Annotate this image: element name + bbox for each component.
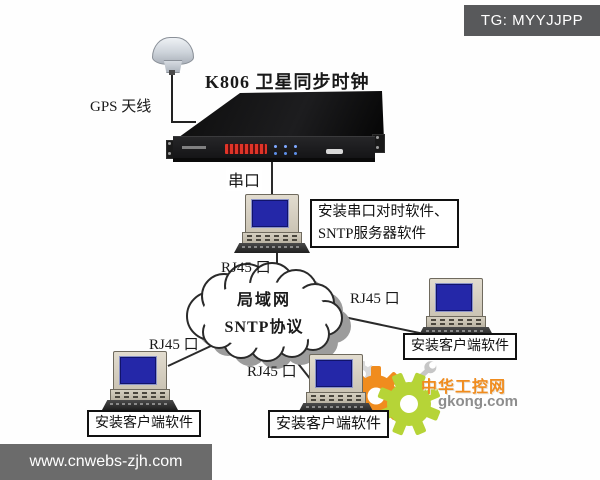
- status-indicator-lights: [274, 145, 277, 148]
- device-brand-print: [326, 149, 343, 154]
- screw-icon: [168, 142, 171, 145]
- device-base: [173, 158, 375, 162]
- clock-device: [166, 90, 385, 164]
- diagram-title: K806 卫星同步时钟: [205, 72, 370, 92]
- gps-antenna-connector: [169, 70, 175, 75]
- screw-icon: [376, 136, 379, 139]
- led-display-icon: [225, 144, 267, 154]
- lan-cloud-icon: [186, 262, 343, 362]
- server-software-line1: 安装串口对时软件、: [318, 203, 449, 220]
- device-model-print: [182, 146, 206, 149]
- client-computer-icon-right: [414, 278, 498, 338]
- screen-icon: [251, 199, 289, 228]
- screen-icon: [315, 359, 353, 388]
- monitor-icon: [309, 354, 363, 396]
- monitor-icon: [429, 278, 483, 320]
- gear-icon-green: [377, 372, 441, 436]
- rj45-label-middle: RJ45 口: [247, 364, 297, 380]
- server-software-label-box: 安装串口对时软件、 SNTP服务器软件: [310, 199, 459, 248]
- client-software-label-box-right: 安装客户端软件: [403, 333, 517, 360]
- rj45-label-top: RJ45 口: [221, 260, 271, 276]
- cloud-to-right-line: [343, 316, 430, 336]
- server-computer-icon: [230, 194, 314, 254]
- screen-icon: [435, 283, 473, 312]
- rj45-label-right: RJ45 口: [350, 291, 400, 307]
- domain-text: gkong.com: [438, 393, 519, 410]
- keyboard-icon: [234, 243, 310, 253]
- device-top-panel: [175, 91, 384, 140]
- keyboard-icon: [298, 403, 374, 413]
- server-software-line2: SNTP服务器软件: [318, 225, 426, 242]
- cloud-lan-label: 局域网: [236, 292, 291, 309]
- client-software-label-box-left: 安装客户端软件: [87, 410, 201, 437]
- monitor-icon: [113, 351, 167, 393]
- keyboard-icon: [418, 327, 494, 337]
- keyboard-icon: [102, 400, 178, 410]
- tg-watermark: TG: MYYJJPP: [464, 5, 600, 36]
- brand-text: 中华工控网: [421, 379, 507, 396]
- serial-port-label: 串口: [226, 167, 263, 191]
- screen-icon: [119, 356, 157, 385]
- client-computer-icon-left: [98, 351, 182, 411]
- site-watermark: www.cnwebs-zjh.com: [0, 444, 212, 480]
- cloud-sntp-label: SNTP协议: [224, 319, 304, 336]
- client-software-label-box-middle: 安装客户端软件: [268, 410, 390, 438]
- screw-icon: [376, 146, 379, 149]
- antenna-cable-line: [171, 74, 196, 123]
- screw-icon: [168, 152, 171, 155]
- rj45-label-left: RJ45 口: [149, 337, 199, 353]
- cloud-to-left-line: [167, 344, 214, 367]
- gps-antenna-label: GPS 天线: [90, 99, 152, 115]
- client-computer-icon-middle: [294, 354, 378, 414]
- monitor-icon: [245, 194, 299, 236]
